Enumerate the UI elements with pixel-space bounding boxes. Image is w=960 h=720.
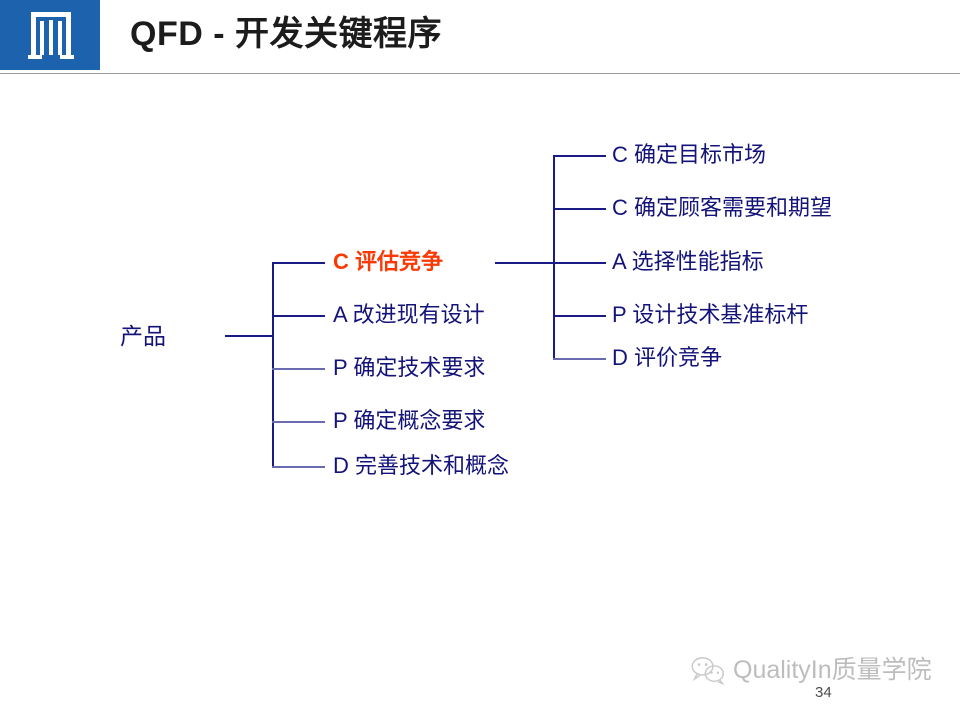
wechat-icon (691, 657, 725, 685)
page-title: QFD - 开发关键程序 (130, 15, 442, 53)
level1-branch-line-5 (272, 466, 325, 468)
level1-branch-line-4 (272, 421, 325, 423)
level2-branch-line-1 (553, 155, 606, 157)
tree-node-level1-1[interactable]: C 评估竞争 (333, 249, 444, 274)
slide-header: QFD - 开发关键程序 (0, 0, 960, 76)
tree-root-node[interactable]: 产品 (120, 323, 166, 349)
level2-branch-line-5 (553, 358, 606, 360)
page-number: 34 (815, 684, 832, 701)
watermark-text: QualityIn质量学院 (733, 656, 932, 684)
institution-gate-logo-icon (28, 12, 74, 59)
level1-branch-line-1 (272, 262, 325, 264)
tree-node-level2-4[interactable]: P 设计技术基准标杆 (612, 302, 809, 327)
tree-node-level1-2[interactable]: A 改进现有设计 (333, 302, 485, 327)
tree-node-level2-2[interactable]: C 确定顾客需要和期望 (612, 195, 833, 220)
level2-trunk-line (553, 155, 555, 358)
brand-logo-block (0, 0, 100, 70)
header-divider (0, 73, 960, 74)
tree-node-level1-5[interactable]: D 完善技术和概念 (333, 453, 510, 478)
root-connector-line (225, 335, 274, 337)
level1-to-level2-connector (495, 262, 555, 264)
tree-node-level1-4[interactable]: P 确定概念要求 (333, 408, 486, 433)
tree-node-level2-3[interactable]: A 选择性能指标 (612, 249, 764, 274)
tree-node-level1-3[interactable]: P 确定技术要求 (333, 355, 486, 380)
tree-node-level2-1[interactable]: C 确定目标市场 (612, 142, 767, 167)
tree-node-level2-5[interactable]: D 评价竞争 (612, 345, 723, 370)
level1-trunk-line (272, 262, 274, 466)
level2-branch-line-2 (553, 208, 606, 210)
level2-branch-line-3 (553, 262, 606, 264)
level1-branch-line-2 (272, 315, 325, 317)
watermark: QualityIn质量学院 (690, 655, 932, 685)
level2-branch-line-4 (553, 315, 606, 317)
level1-branch-line-3 (272, 368, 325, 370)
qfd-tree-diagram: 产品 C 评估竞争 A 改进现有设计 P 确定技术要求 P 确定概念要求 D 完… (0, 76, 960, 636)
